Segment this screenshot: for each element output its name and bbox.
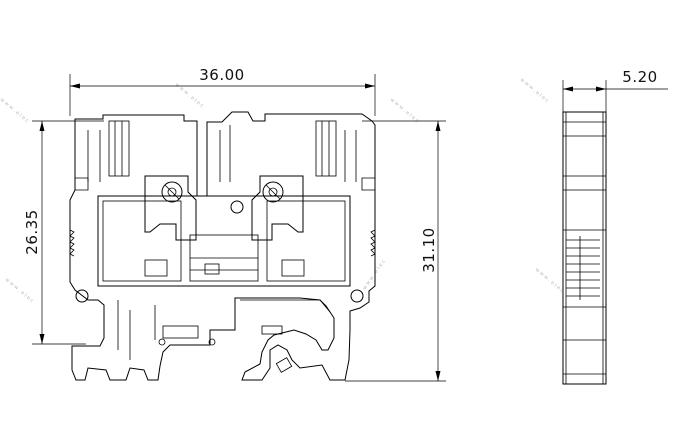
side-view [562,111,607,385]
svg-text:w w w . e l e c: w w w . e l e c [0,97,30,124]
dimension-label-side-thickness: 5.20 [622,68,657,86]
right-screw [262,181,284,203]
front-outline [69,111,376,381]
dimension-overall-height: 31.10 [345,120,446,382]
dimension-label-overall-width: 36.00 [199,66,244,84]
dimension-overall-width: 36.00 [69,66,376,116]
dimension-label-upper-height: 26.35 [23,209,41,254]
dimension-upper-height: 26.35 [23,120,104,345]
svg-text:w w w . e l e c: w w w . e l e c [519,77,550,104]
dimension-label-overall-height: 31.10 [420,227,438,272]
front-view [69,111,376,381]
side-ribs [566,236,600,300]
dimension-side-thickness: 5.20 [562,68,668,112]
svg-text:w w w . e l e c: w w w . e l e c [389,97,420,124]
svg-text:w w w . e l e c: w w w . e l e c [4,277,35,304]
left-screw [161,181,183,203]
svg-text:w w w . e l e c: w w w . e l e c [534,267,565,294]
